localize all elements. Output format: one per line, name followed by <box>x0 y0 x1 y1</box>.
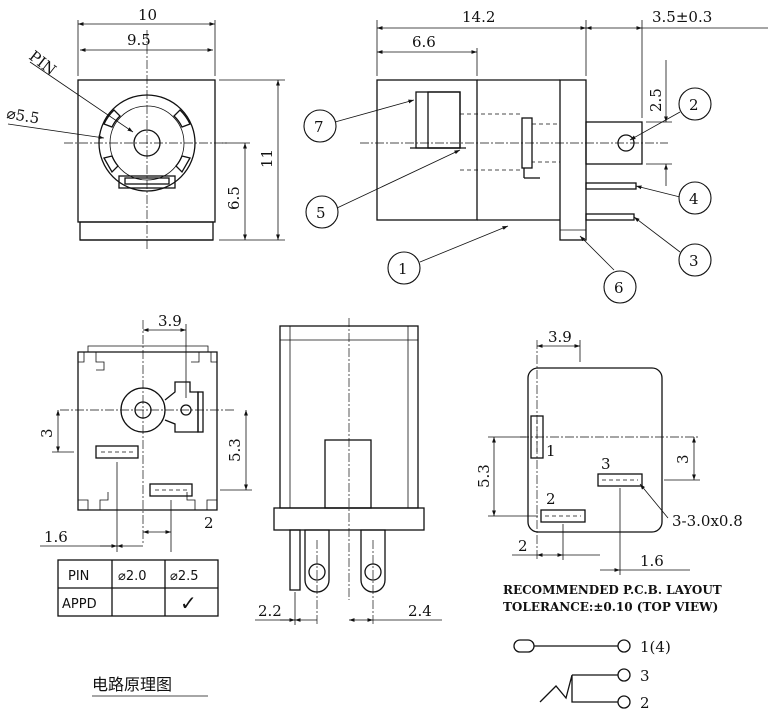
bottom-dim-bottom-right: 2 <box>204 514 214 532</box>
callout-2: 2 <box>689 96 699 114</box>
pcb-hole-note: 3-3.0x0.8 <box>672 512 743 530</box>
pcb-title-line2: TOLERANCE:±0.10 (TOP VIEW) <box>503 600 718 614</box>
dim-length: 14.2 <box>462 8 495 26</box>
pcb-dim-bottom-right: 1.6 <box>640 552 664 570</box>
pcb-title-line1: RECOMMENDED P.C.B. LAYOUT <box>503 583 722 597</box>
pcb-dim-top: 3.9 <box>548 328 572 346</box>
table-header-pin: PIN <box>68 569 89 584</box>
rear-view: 2.2 2.4 <box>255 318 442 625</box>
check-icon: ✓ <box>180 591 197 615</box>
dim-height: 11 <box>258 149 276 168</box>
circuit-schematic: 1(4) 3 2 电路原理图 <box>92 638 671 712</box>
dim-width-inner: 9.5 <box>127 31 151 49</box>
dim-body: 6.6 <box>412 33 436 51</box>
circuit-title: 电路原理图 <box>92 675 172 694</box>
label-pin: PIN <box>26 47 60 79</box>
pcb-dim-bottom-left: 2 <box>518 537 528 555</box>
dim-pin-offset: 2.5 <box>647 88 665 112</box>
table-header-d20: ⌀2.0 <box>118 569 147 584</box>
pcb-layout: 1 2 3 3.9 5.3 3 2 1.6 3-3.0x0.8 RECOMME <box>475 328 743 614</box>
table-row-appd: APPD <box>62 597 97 612</box>
pad-label-3: 3 <box>601 455 611 473</box>
dim-width-outer: 10 <box>138 6 157 24</box>
callout-4: 4 <box>689 190 699 208</box>
callout-5: 5 <box>316 204 326 222</box>
circuit-pin-2: 2 <box>640 694 650 712</box>
pin-table: PIN ⌀2.0 ⌀2.5 APPD ✓ <box>57 559 219 617</box>
pad-label-1: 1 <box>546 442 556 460</box>
table-header-d25: ⌀2.5 <box>170 569 199 584</box>
label-diameter: ⌀5.5 <box>5 104 41 127</box>
callout-3: 3 <box>689 252 699 270</box>
circuit-pin-1: 1(4) <box>640 638 671 656</box>
callout-6: 6 <box>614 279 624 297</box>
callout-7: 7 <box>314 118 324 136</box>
rear-dim-right: 2.4 <box>408 602 432 620</box>
callout-1: 1 <box>398 260 408 278</box>
bottom-view: 3.9 3 5.3 1.6 2 <box>38 312 252 552</box>
circuit-pin-3: 3 <box>640 667 650 685</box>
bottom-dim-right: 5.3 <box>226 438 244 462</box>
dim-center-height: 6.5 <box>225 186 243 210</box>
pcb-dim-left: 5.3 <box>475 464 493 488</box>
bottom-dim-left: 3 <box>38 428 56 438</box>
bottom-dim-bottom-left: 1.6 <box>44 528 68 546</box>
pcb-dim-right: 3 <box>674 454 692 464</box>
side-view: 14.2 6.6 3.5±0.3 2.5 7 5 1 6 2 <box>303 8 768 304</box>
rear-dim-left: 2.2 <box>258 602 282 620</box>
bottom-dim-top: 3.9 <box>158 312 182 330</box>
dim-pin-length: 3.5±0.3 <box>652 8 712 26</box>
front-view: 10 9.5 11 6.5 PIN ⌀5.5 <box>5 6 285 250</box>
pad-label-2: 2 <box>546 490 556 508</box>
